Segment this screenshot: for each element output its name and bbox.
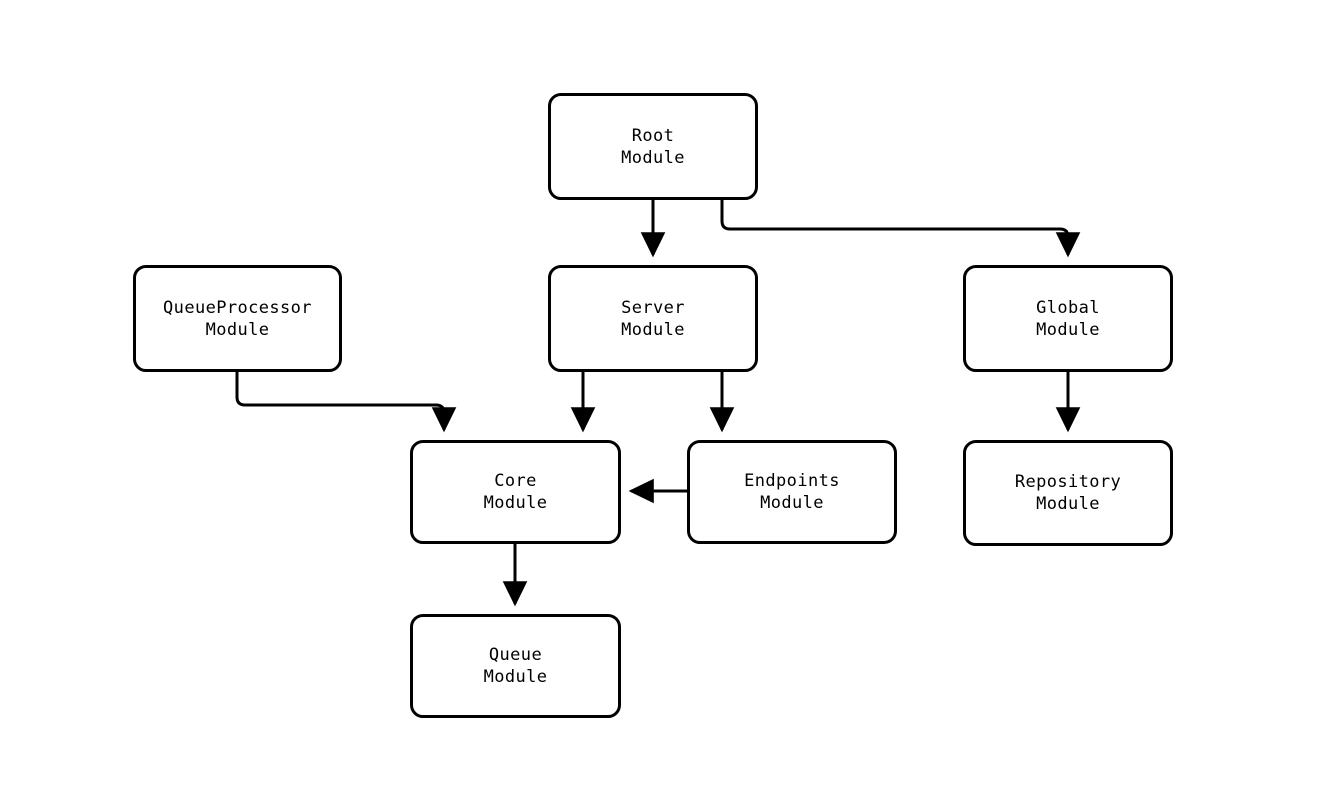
node-queue-line2: Module [483,667,548,687]
node-root-line2: Module [621,147,685,168]
edge-root-global [720,200,1081,258]
node-queueprocessor-line2: Module [205,319,270,340]
node-repository-line2: Module [1036,494,1100,514]
node-endpoints-line2: Module [760,493,824,513]
node-core-line2: Module [483,493,548,513]
node-global-line2: Module [1036,319,1100,340]
edge-queueprocessor-core [235,372,457,433]
node-core[interactable]: Core Module [410,440,621,544]
node-queueprocessor-line1: QueueProcessor [163,297,312,318]
node-endpoints[interactable]: Endpoints Module [687,440,897,544]
node-global-line1: Global [1036,297,1100,318]
node-server[interactable]: Server Module [548,265,758,372]
node-server-line1: Server [621,297,685,318]
node-endpoints-line1: Endpoints [744,471,840,491]
node-queueprocessor[interactable]: QueueProcessor Module [133,265,342,372]
node-core-line1: Core [494,471,537,491]
node-repository[interactable]: Repository Module [963,440,1173,546]
node-queue[interactable]: Queue Module [410,614,621,718]
node-repository-line1: Repository [1014,472,1122,492]
node-server-line2: Module [621,319,685,340]
node-root-line1: Root [631,125,675,146]
node-root[interactable]: Root Module [548,93,758,200]
node-global[interactable]: Global Module [963,265,1173,372]
node-queue-line1: Queue [488,645,543,665]
